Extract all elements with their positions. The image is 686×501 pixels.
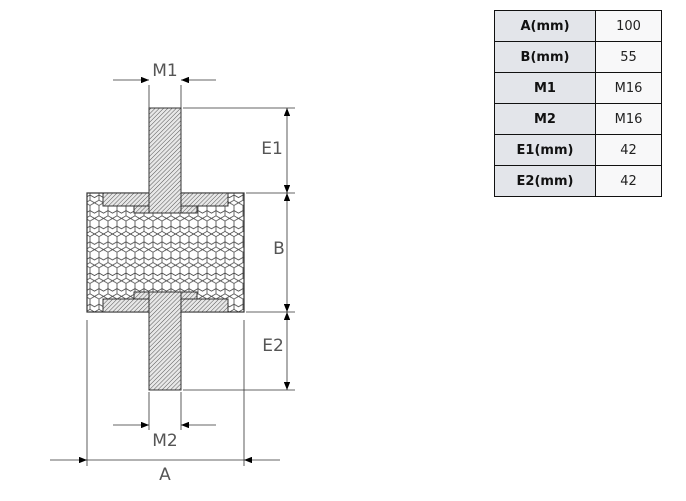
spec-row: E2(mm)42 <box>494 165 662 197</box>
label-m1: M1 <box>152 61 177 81</box>
spec-value: 42 <box>595 134 662 166</box>
label-a: A <box>159 465 171 485</box>
spec-label: M2 <box>494 103 596 135</box>
bottom-bolt <box>102 291 229 391</box>
spec-label: E1(mm) <box>494 134 596 166</box>
spec-value: 42 <box>595 165 662 197</box>
label-e1: E1 <box>261 139 283 159</box>
spec-value: 100 <box>595 10 662 42</box>
spec-row: E1(mm)42 <box>494 134 662 166</box>
label-b: B <box>273 239 285 259</box>
spec-value: M16 <box>595 103 662 135</box>
dimension-lines <box>50 76 295 466</box>
spec-row: A(mm)100 <box>494 10 662 42</box>
spec-value: M16 <box>595 72 662 104</box>
spec-row: B(mm)55 <box>494 41 662 73</box>
spec-value: 55 <box>595 41 662 73</box>
spec-label: B(mm) <box>494 41 596 73</box>
spec-label: M1 <box>494 72 596 104</box>
label-e2: E2 <box>262 336 284 356</box>
spec-label: E2(mm) <box>494 165 596 197</box>
label-m2: M2 <box>152 431 177 451</box>
spec-label: A(mm) <box>494 10 596 42</box>
top-bolt <box>102 107 229 214</box>
